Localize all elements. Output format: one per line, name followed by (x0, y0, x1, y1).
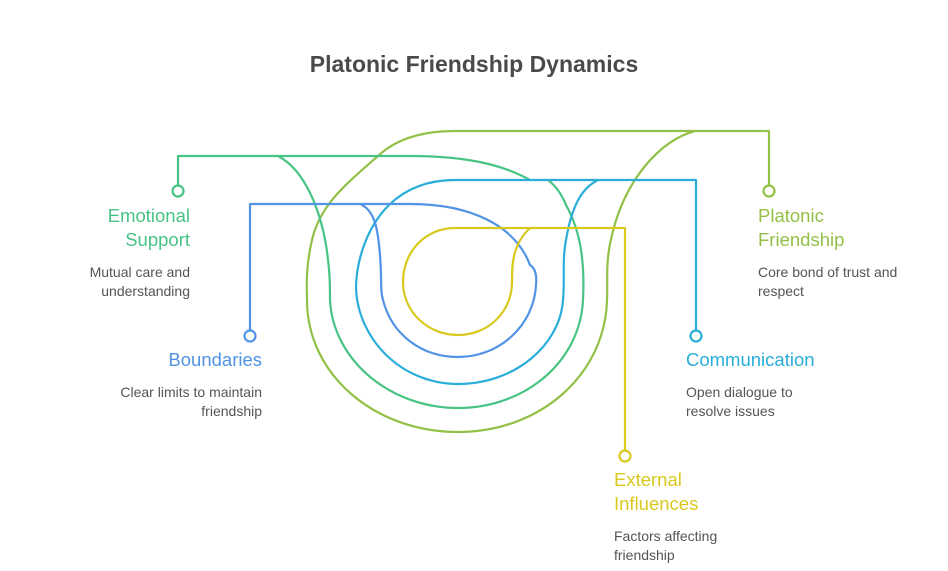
boundaries-ring (358, 202, 538, 359)
communication-desc-line2: resolve issues (686, 403, 775, 419)
platonic-friendship-ring (305, 129, 697, 434)
platonic-friendship-desc-line2: respect (758, 283, 804, 299)
platonic-friendship-label-line1: Platonic (758, 205, 824, 226)
external-influences-desc-line2: friendship (614, 547, 675, 563)
emotional-support-description: Mutual care and understanding (20, 263, 190, 301)
external-influences-marker (618, 449, 632, 463)
boundaries-connector (248, 202, 532, 332)
communication-label-line1: Communication (686, 349, 815, 370)
boundaries-label: Boundaries (100, 348, 262, 372)
platonic-friendship-desc-line1: Core bond of trust and (758, 264, 898, 280)
external-influences-desc-line1: Factors affecting (614, 528, 718, 544)
emotional-support-connector (176, 154, 532, 188)
external-influences-connector (453, 226, 627, 453)
platonic-friendship-label-line2: Friendship (758, 229, 845, 250)
communication-desc-line1: Open dialogue to (686, 384, 793, 400)
external-influences-label-line1: External (614, 469, 682, 490)
boundaries-marker (243, 329, 257, 343)
diagram-title: Platonic Friendship Dynamics (309, 51, 639, 77)
communication-connector (388, 178, 698, 333)
emotional-support-desc-line2: understanding (101, 283, 190, 299)
emotional-support-marker (171, 184, 185, 198)
communication-ring (354, 178, 600, 386)
platonic-friendship-label: Platonic Friendship (758, 204, 928, 252)
external-influences-description: Factors affecting friendship (614, 527, 794, 565)
external-influences-label-line2: Influences (614, 493, 699, 514)
communication-label: Communication (686, 348, 886, 372)
emotional-support-desc-line1: Mutual care and (89, 264, 190, 280)
communication-marker (689, 329, 703, 343)
external-influences-label: External Influences (614, 468, 794, 516)
boundaries-description: Clear limits to maintain friendship (60, 383, 262, 421)
emotional-support-label: Emotional Support (40, 204, 190, 252)
platonic-friendship-connector (376, 129, 771, 188)
emotional-support-label-line2: Support (125, 229, 190, 250)
boundaries-desc-line1: Clear limits to maintain (120, 384, 262, 400)
boundaries-desc-line2: friendship (201, 403, 262, 419)
emotional-support-ring (276, 154, 585, 410)
boundaries-label-line1: Boundaries (168, 349, 262, 370)
platonic-friendship-description: Core bond of trust and respect (758, 263, 938, 301)
external-influences-ring (401, 226, 532, 337)
emotional-support-label-line1: Emotional (107, 205, 190, 226)
communication-description: Open dialogue to resolve issues (686, 383, 866, 421)
platonic-friendship-marker (762, 184, 776, 198)
